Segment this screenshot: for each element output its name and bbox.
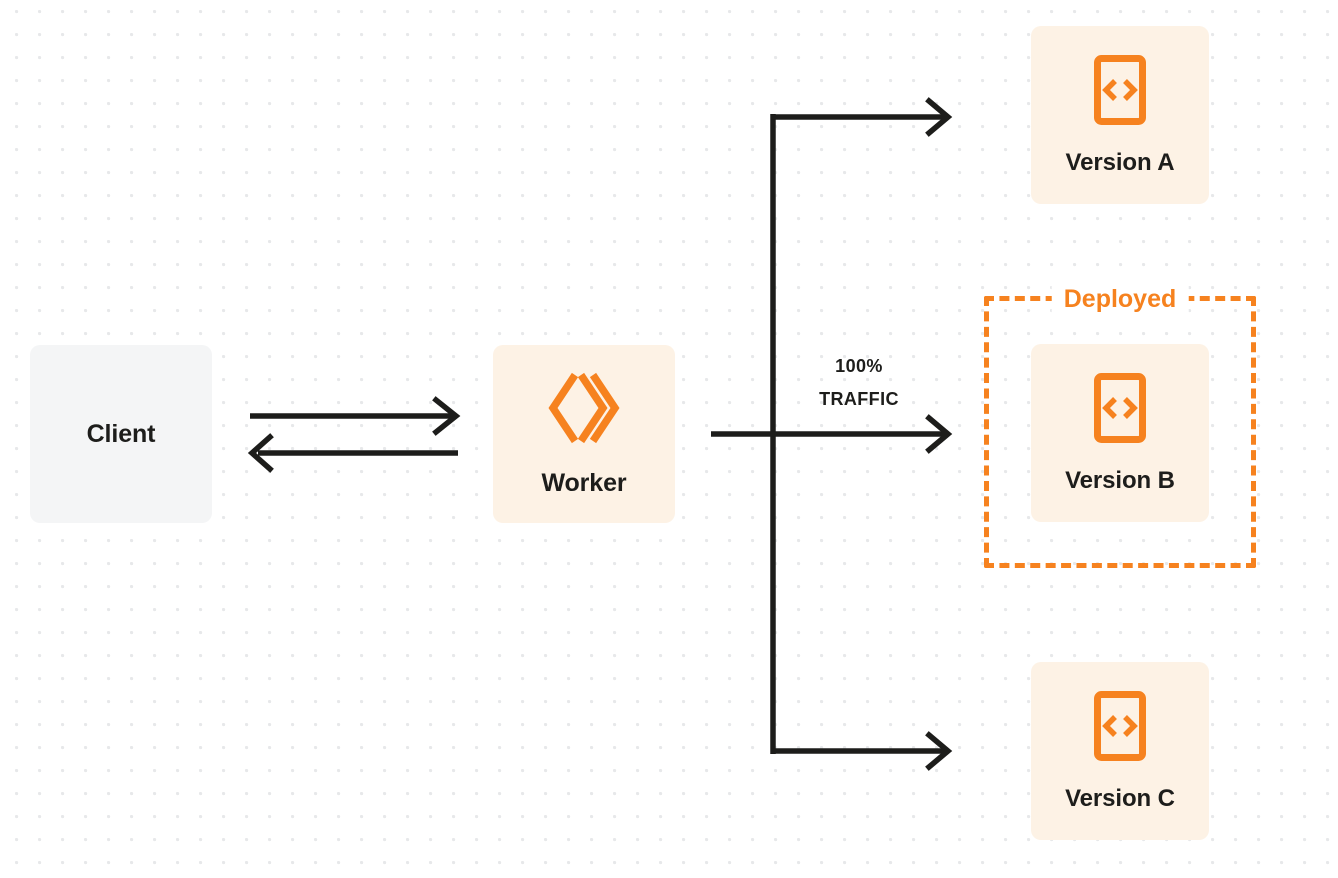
arrowhead-version-b	[925, 414, 953, 454]
cloudflare-workers-logo-icon	[547, 370, 621, 451]
node-version-a[interactable]: Version A	[1031, 26, 1209, 204]
node-worker-label: Worker	[541, 469, 627, 497]
node-client-label: Client	[86, 419, 156, 448]
deployed-group-label: Deployed	[1051, 284, 1189, 314]
node-version-b[interactable]: Version B	[1031, 344, 1209, 522]
arrowhead-worker-to-client	[247, 433, 274, 473]
traffic-label: 100% TRAFFIC	[783, 350, 935, 416]
node-version-c-label: Version C	[1065, 784, 1175, 812]
code-file-icon	[1093, 690, 1147, 767]
node-version-a-label: Version A	[1065, 148, 1175, 176]
node-version-b-label: Version B	[1065, 466, 1175, 494]
arrowhead-client-to-worker	[432, 396, 461, 436]
arrowhead-version-c	[925, 731, 953, 771]
node-client[interactable]: Client	[30, 345, 212, 523]
traffic-word: TRAFFIC	[819, 389, 899, 409]
arrowhead-version-a	[925, 97, 953, 137]
deployed-group: Deployed	[984, 284, 1256, 568]
code-file-icon	[1093, 54, 1147, 131]
traffic-percent: 100%	[835, 356, 883, 376]
node-worker[interactable]: Worker	[493, 345, 675, 523]
node-version-c[interactable]: Version C	[1031, 662, 1209, 840]
code-file-icon	[1093, 372, 1147, 449]
